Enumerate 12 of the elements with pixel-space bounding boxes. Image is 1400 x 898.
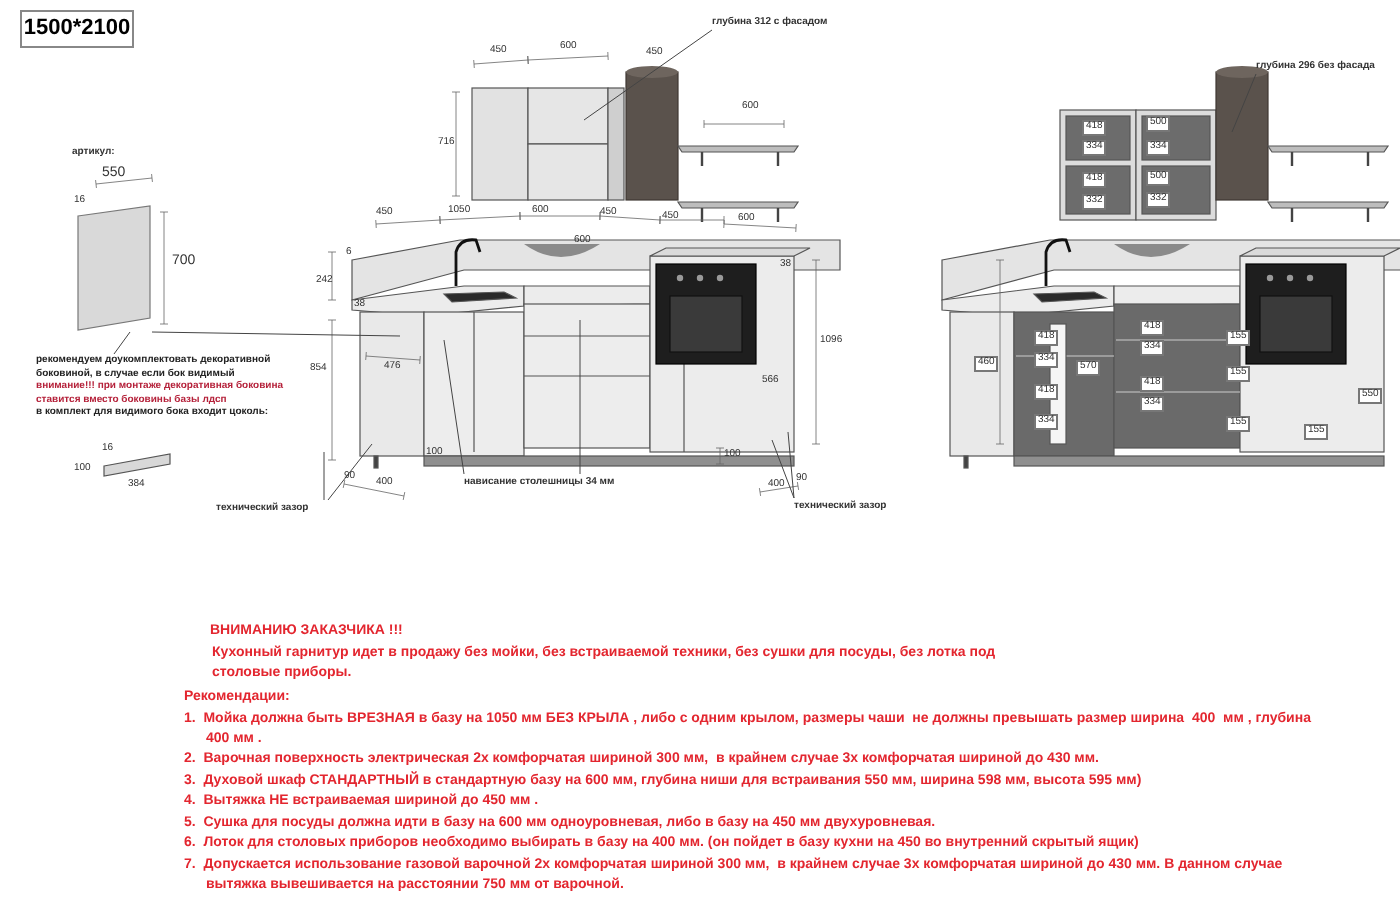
- leader-line: [771, 439, 795, 499]
- leader-line: [787, 431, 795, 499]
- leader-line: [1231, 73, 1257, 133]
- leader-line: [583, 29, 713, 121]
- leader-line: [443, 339, 465, 475]
- leader-line: [113, 331, 131, 355]
- leader-line: [579, 319, 581, 475]
- leader-line: [323, 451, 325, 501]
- leader-line: [327, 443, 373, 501]
- side-panel: [76, 204, 152, 332]
- leader-line: [151, 331, 401, 337]
- title-box: 1500*2100: [20, 10, 134, 48]
